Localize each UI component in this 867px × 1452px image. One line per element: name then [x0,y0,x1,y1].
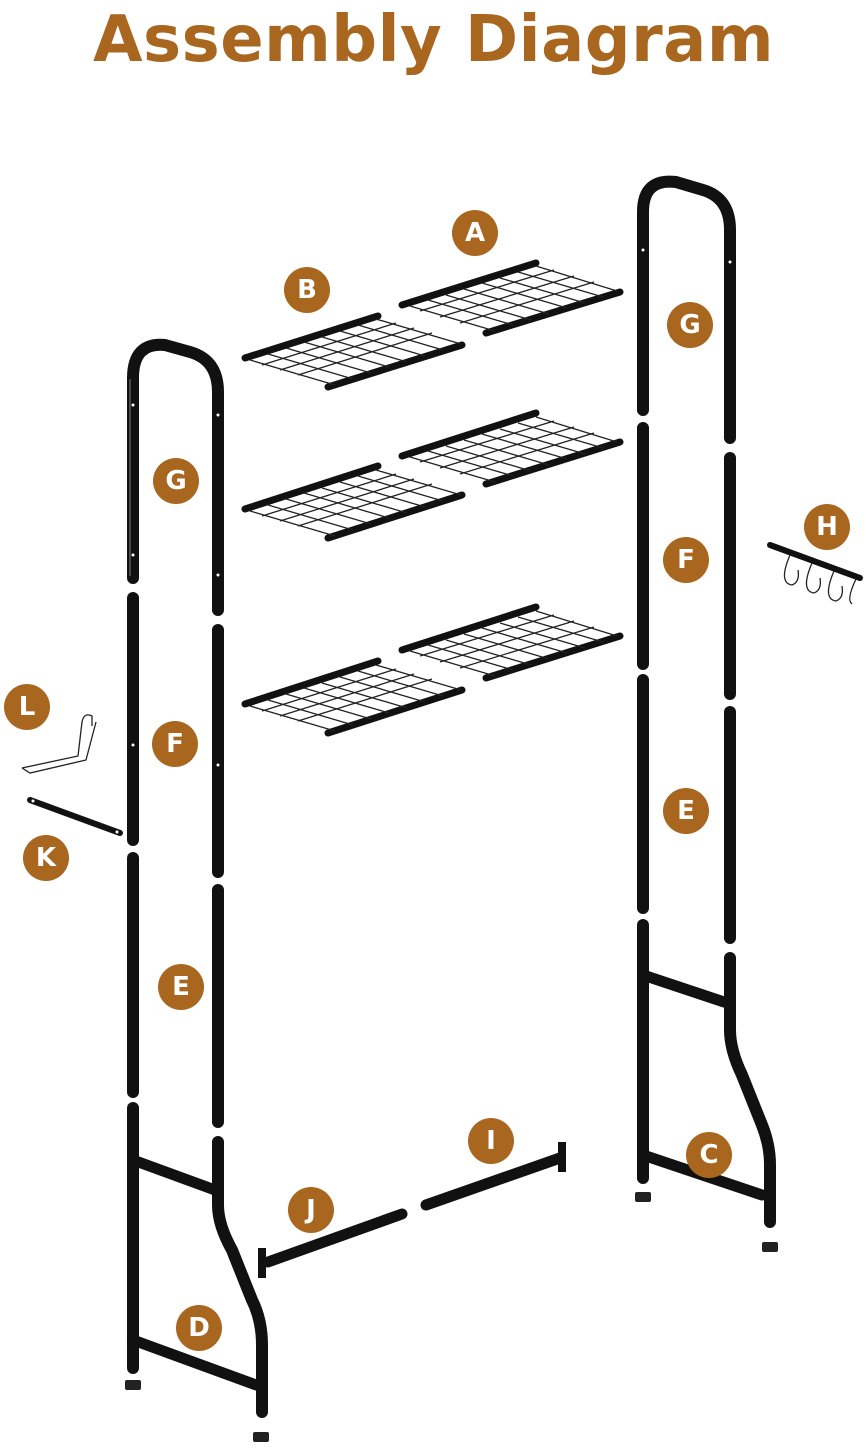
shelf-a-top [398,259,624,337]
badge-l: L [4,684,50,730]
hook-l [21,714,97,774]
svg-text:G: G [679,310,700,340]
left-frame-top-g [127,338,224,616]
hook-bar-h [767,542,863,605]
right-frame-e [637,674,736,944]
page-title: Assembly Diagram [92,3,775,77]
svg-text:L: L [19,692,36,722]
badge-e-left: E [158,964,204,1010]
svg-text:D: D [188,1313,210,1343]
svg-text:I: I [486,1126,496,1156]
svg-text:J: J [304,1195,316,1225]
rod-i [420,1142,566,1211]
badge-k: K [23,835,69,881]
svg-text:E: E [677,796,695,826]
badge-h: H [804,504,850,550]
shelf-a-bottom [398,603,624,682]
badge-g-right: G [667,302,713,348]
rod-j [258,1208,408,1278]
right-frame-f [637,422,736,700]
svg-text:B: B [297,275,317,305]
badge-g-left: G [153,458,199,504]
svg-text:H: H [816,512,838,542]
bar-k [27,797,123,836]
svg-text:G: G [165,466,186,496]
svg-text:A: A [465,218,485,248]
badge-c: C [686,1132,732,1178]
left-frame-d [125,1102,269,1442]
svg-text:C: C [699,1140,718,1170]
svg-text:F: F [166,729,184,759]
svg-text:E: E [172,972,190,1002]
badge-b: B [284,267,330,313]
right-frame-c [635,919,778,1252]
badge-a: A [452,210,498,256]
left-frame-f [127,592,224,878]
badge-j: J [288,1187,334,1233]
shelf-b-middle [241,462,466,542]
right-frame-top-g [637,175,736,444]
left-frame-e [127,852,224,1128]
badge-f-left: F [152,721,198,767]
badge-f-right: F [663,537,709,583]
badge-i: I [468,1118,514,1164]
svg-text:K: K [36,843,57,873]
shelf-a-middle [398,409,624,488]
badge-e-right: E [663,788,709,834]
badge-d: D [176,1305,222,1351]
svg-text:F: F [677,545,695,575]
shelf-b-top [241,312,466,391]
shelf-b-bottom [241,657,466,737]
